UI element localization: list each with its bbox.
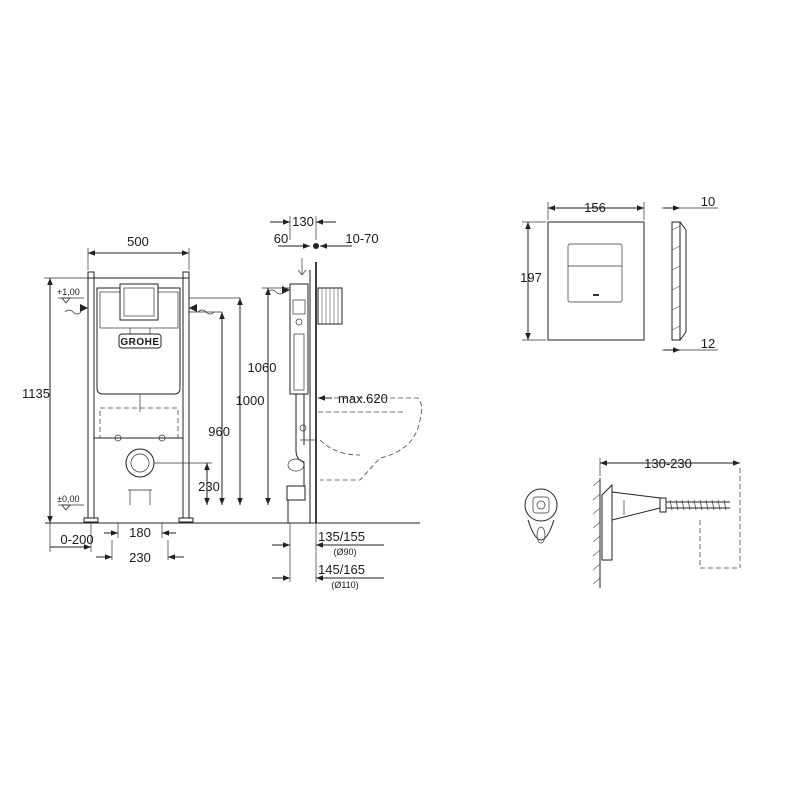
dim-drain-height-230: 230 bbox=[198, 479, 220, 494]
wall-bolt-view: 130-230 bbox=[524, 456, 741, 588]
dim-depth-60: 60 bbox=[274, 231, 288, 246]
dim-wall-10-70: 10-70 bbox=[345, 231, 378, 246]
front-view: GROHE 500 1135 bbox=[22, 234, 420, 565]
level-zero: ±0,00 bbox=[57, 494, 79, 504]
dim-pipe-145-165: 145/165 bbox=[318, 562, 365, 577]
dim-plate-depth-10: 10 bbox=[701, 194, 715, 209]
dim-plate-depth-12: 12 bbox=[701, 336, 715, 351]
dim-width-230: 230 bbox=[129, 550, 151, 565]
side-view: 130 60 10-70 1060 max.620 135/155 (Ø90) … bbox=[248, 214, 422, 590]
dim-pipe-dia-110: (Ø110) bbox=[331, 580, 358, 590]
dim-plate-height-197: 197 bbox=[520, 270, 542, 285]
dim-pipe-135-155: 135/155 bbox=[318, 529, 365, 544]
dim-bolt-130-230: 130-230 bbox=[644, 456, 692, 471]
dim-height-1000: 1000 bbox=[236, 393, 265, 408]
dim-depth-130: 130 bbox=[292, 214, 314, 229]
flush-plate-view: 156 197 10 12 bbox=[520, 194, 718, 353]
level-top: +1,00 bbox=[57, 287, 80, 297]
dim-height-1135: 1135 bbox=[22, 386, 50, 401]
dim-max-620: max.620 bbox=[338, 391, 388, 406]
dim-pipe-dia-90: (Ø90) bbox=[333, 547, 356, 557]
dim-offset-0-200: 0-200 bbox=[60, 532, 93, 547]
dim-width-500: 500 bbox=[127, 234, 149, 249]
dim-height-1060: 1060 bbox=[248, 360, 277, 375]
dim-plate-width-156: 156 bbox=[584, 200, 606, 215]
dim-height-960: 960 bbox=[208, 424, 230, 439]
brand-logo: GROHE bbox=[120, 337, 159, 348]
dim-width-180: 180 bbox=[129, 525, 151, 540]
